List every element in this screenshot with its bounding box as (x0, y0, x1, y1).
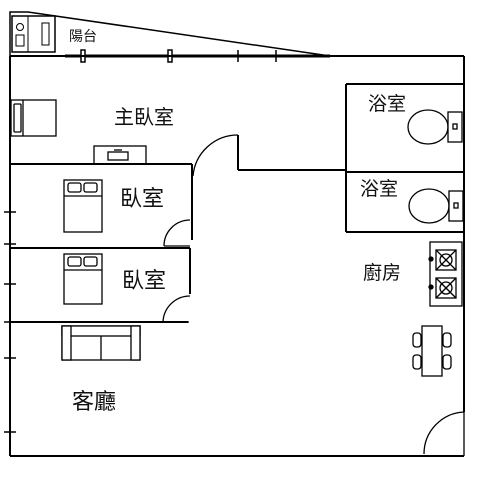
master-bedroom-walls (10, 135, 346, 240)
washing-machine-icon (11, 15, 56, 53)
balcony-label: 陽台 (69, 29, 97, 45)
outer-walls (9, 55, 465, 457)
bedroom-1: 臥室 (63, 179, 164, 233)
bathroom-walls (345, 83, 464, 233)
window-marks (4, 211, 16, 433)
dining-table-icon (412, 325, 452, 377)
toilet-icon (408, 188, 464, 224)
bed-icon (10, 99, 57, 137)
desk-icon (93, 145, 147, 165)
bathroom-2: 浴室 (360, 178, 464, 224)
bed-icon (63, 253, 103, 305)
toilet-icon (407, 109, 463, 145)
door-swing-icon (163, 219, 191, 247)
stove-icon (428, 241, 463, 307)
sofa-icon (61, 325, 141, 361)
living-room-label: 客廳 (72, 390, 116, 415)
bedroom-1-walls (10, 164, 193, 249)
bathroom-1: 浴室 (368, 93, 463, 145)
master-bedroom: 主臥室 (10, 99, 174, 165)
bathroom-1-label: 浴室 (368, 93, 406, 115)
kitchen-label: 廚房 (363, 261, 401, 284)
balcony: 陽台 (9, 11, 331, 63)
kitchen: 廚房 (363, 241, 463, 377)
bedroom-1-label: 臥室 (120, 187, 164, 212)
door-swing-icon (162, 295, 191, 323)
bedroom-2-label: 臥室 (122, 269, 166, 294)
door-swing-icon (423, 411, 465, 456)
door-swing-icon (192, 134, 239, 177)
bed-icon (63, 179, 103, 233)
bedroom-2-walls (10, 248, 191, 323)
master-bedroom-label: 主臥室 (114, 105, 174, 129)
bathroom-2-label: 浴室 (360, 178, 398, 200)
bedroom-2: 臥室 (63, 253, 166, 305)
living-room: 客廳 (61, 325, 141, 415)
